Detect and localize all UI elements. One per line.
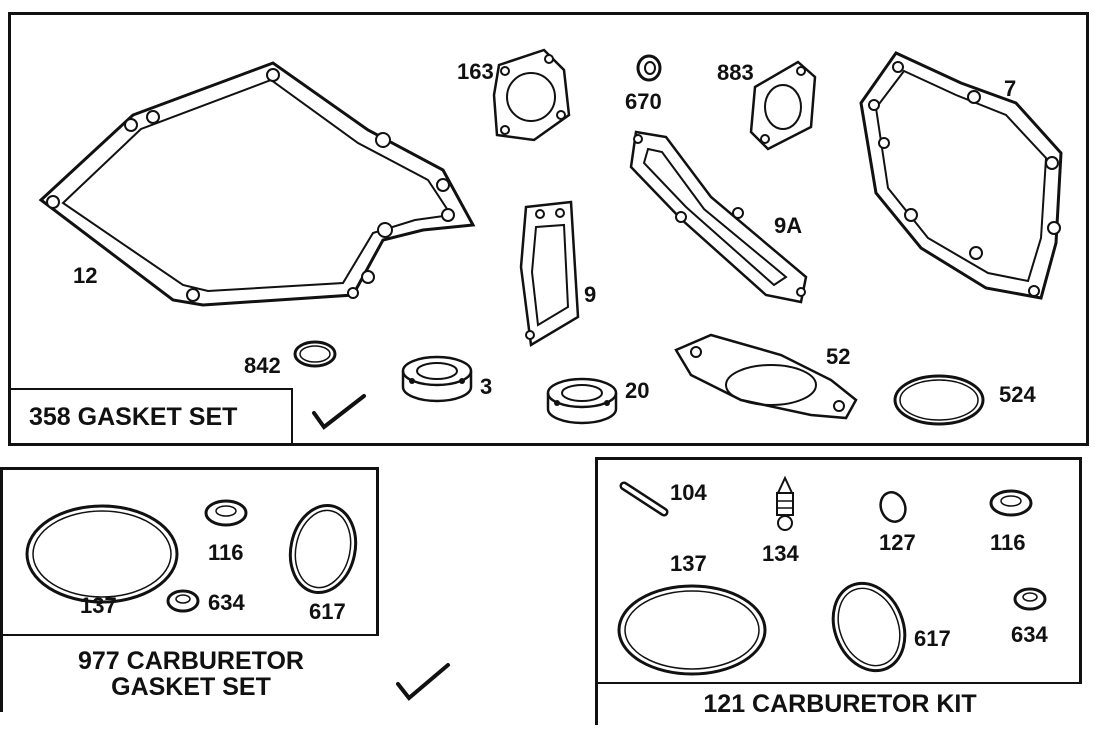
washer-part-116	[203, 498, 249, 528]
carburetor-kit-panel: 104 134 127 116 137 617 634 121 CARBURET…	[595, 457, 1082, 725]
part-label-9a: 9A	[774, 213, 803, 238]
washer-part-116	[988, 488, 1034, 518]
oil-seal-part-3	[396, 353, 478, 407]
part-label-137: 137	[80, 593, 117, 618]
gasket-part-842	[291, 338, 339, 370]
needle-valve-part-134	[768, 475, 803, 535]
part-label-116: 116	[990, 530, 1026, 555]
gasket-part-127	[876, 488, 910, 526]
part-label-9: 9	[584, 282, 597, 307]
check-mark-icon	[396, 663, 450, 701]
oil-seal-part-20	[541, 375, 623, 429]
gasket-part-9a	[626, 127, 816, 307]
carburetor-gasket-set-title: 977 CARBURETOR GASKET SET	[3, 634, 379, 712]
gasket-part-524	[889, 371, 989, 429]
part-label-524: 524	[999, 382, 1036, 407]
pin-part-104	[618, 478, 673, 518]
gasket-part-12	[23, 55, 483, 325]
gasket-part-7	[856, 43, 1071, 303]
part-label-163: 163	[457, 59, 494, 84]
gasket-part-9	[516, 197, 586, 349]
part-label-134: 134	[762, 541, 799, 566]
gasket-set-title: 358 GASKET SET	[11, 388, 293, 443]
ring-part-137	[613, 580, 771, 680]
part-label-634: 634	[1011, 622, 1048, 647]
carburetor-kit-title: 121 CARBURETOR KIT	[598, 682, 1082, 725]
ring-part-137	[23, 500, 181, 608]
part-label-3: 3	[480, 374, 493, 399]
part-label-116: 116	[208, 540, 244, 565]
part-label-52: 52	[826, 344, 851, 369]
washer-part-634	[1010, 586, 1050, 612]
ring-part-617	[824, 578, 914, 676]
washer-part-634	[163, 588, 203, 614]
part-label-883: 883	[717, 60, 754, 85]
part-label-20: 20	[625, 378, 650, 403]
gasket-part-670	[633, 53, 665, 83]
part-label-617: 617	[309, 599, 346, 624]
check-mark-icon	[312, 394, 366, 430]
gasket-part-883	[743, 57, 823, 152]
carburetor-gasket-set-title-line2: GASKET SET	[111, 673, 271, 701]
part-label-670: 670	[625, 89, 662, 114]
carburetor-gasket-set-panel: 137 116 634 617 977 CARBURETOR GASKET SE…	[0, 467, 379, 712]
gasket-part-163	[489, 45, 574, 145]
part-label-634: 634	[208, 590, 245, 615]
part-label-137: 137	[670, 551, 707, 576]
carburetor-gasket-set-title-line1: 977 CARBURETOR	[78, 647, 304, 675]
part-label-7: 7	[1004, 76, 1017, 101]
gasket-part-52	[671, 330, 861, 425]
ring-part-617	[283, 500, 363, 598]
part-label-127: 127	[879, 530, 916, 555]
part-label-617: 617	[914, 626, 951, 651]
part-label-104: 104	[670, 480, 707, 505]
part-label-12: 12	[73, 263, 98, 288]
part-label-842: 842	[244, 353, 281, 378]
gasket-set-panel: 12 163 670 883 7 9	[8, 12, 1089, 446]
